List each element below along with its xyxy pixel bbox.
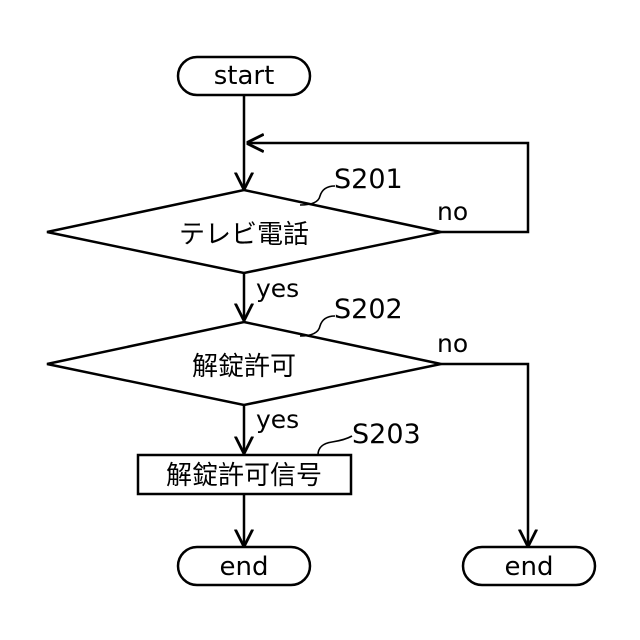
decision-unlock-permission-label: 解錠許可 bbox=[192, 352, 296, 382]
d1-no-label: no bbox=[437, 197, 468, 226]
start-label: start bbox=[214, 61, 275, 91]
s202-label: S202 bbox=[334, 294, 403, 325]
s201-label: S201 bbox=[334, 164, 403, 195]
end-left-label: end bbox=[220, 552, 269, 582]
decision-videophone-label: テレビ電話 bbox=[179, 220, 309, 250]
connector-d2-no bbox=[441, 364, 528, 545]
s203-label: S203 bbox=[352, 419, 421, 450]
d2-no-label: no bbox=[437, 329, 468, 358]
s203-leader bbox=[318, 436, 352, 455]
d1-yes-label: yes bbox=[256, 274, 299, 303]
end-right-label: end bbox=[505, 552, 554, 582]
d2-yes-label: yes bbox=[256, 405, 299, 434]
s202-leader bbox=[300, 316, 335, 336]
process-unlock-signal-label: 解錠許可信号 bbox=[166, 461, 322, 491]
